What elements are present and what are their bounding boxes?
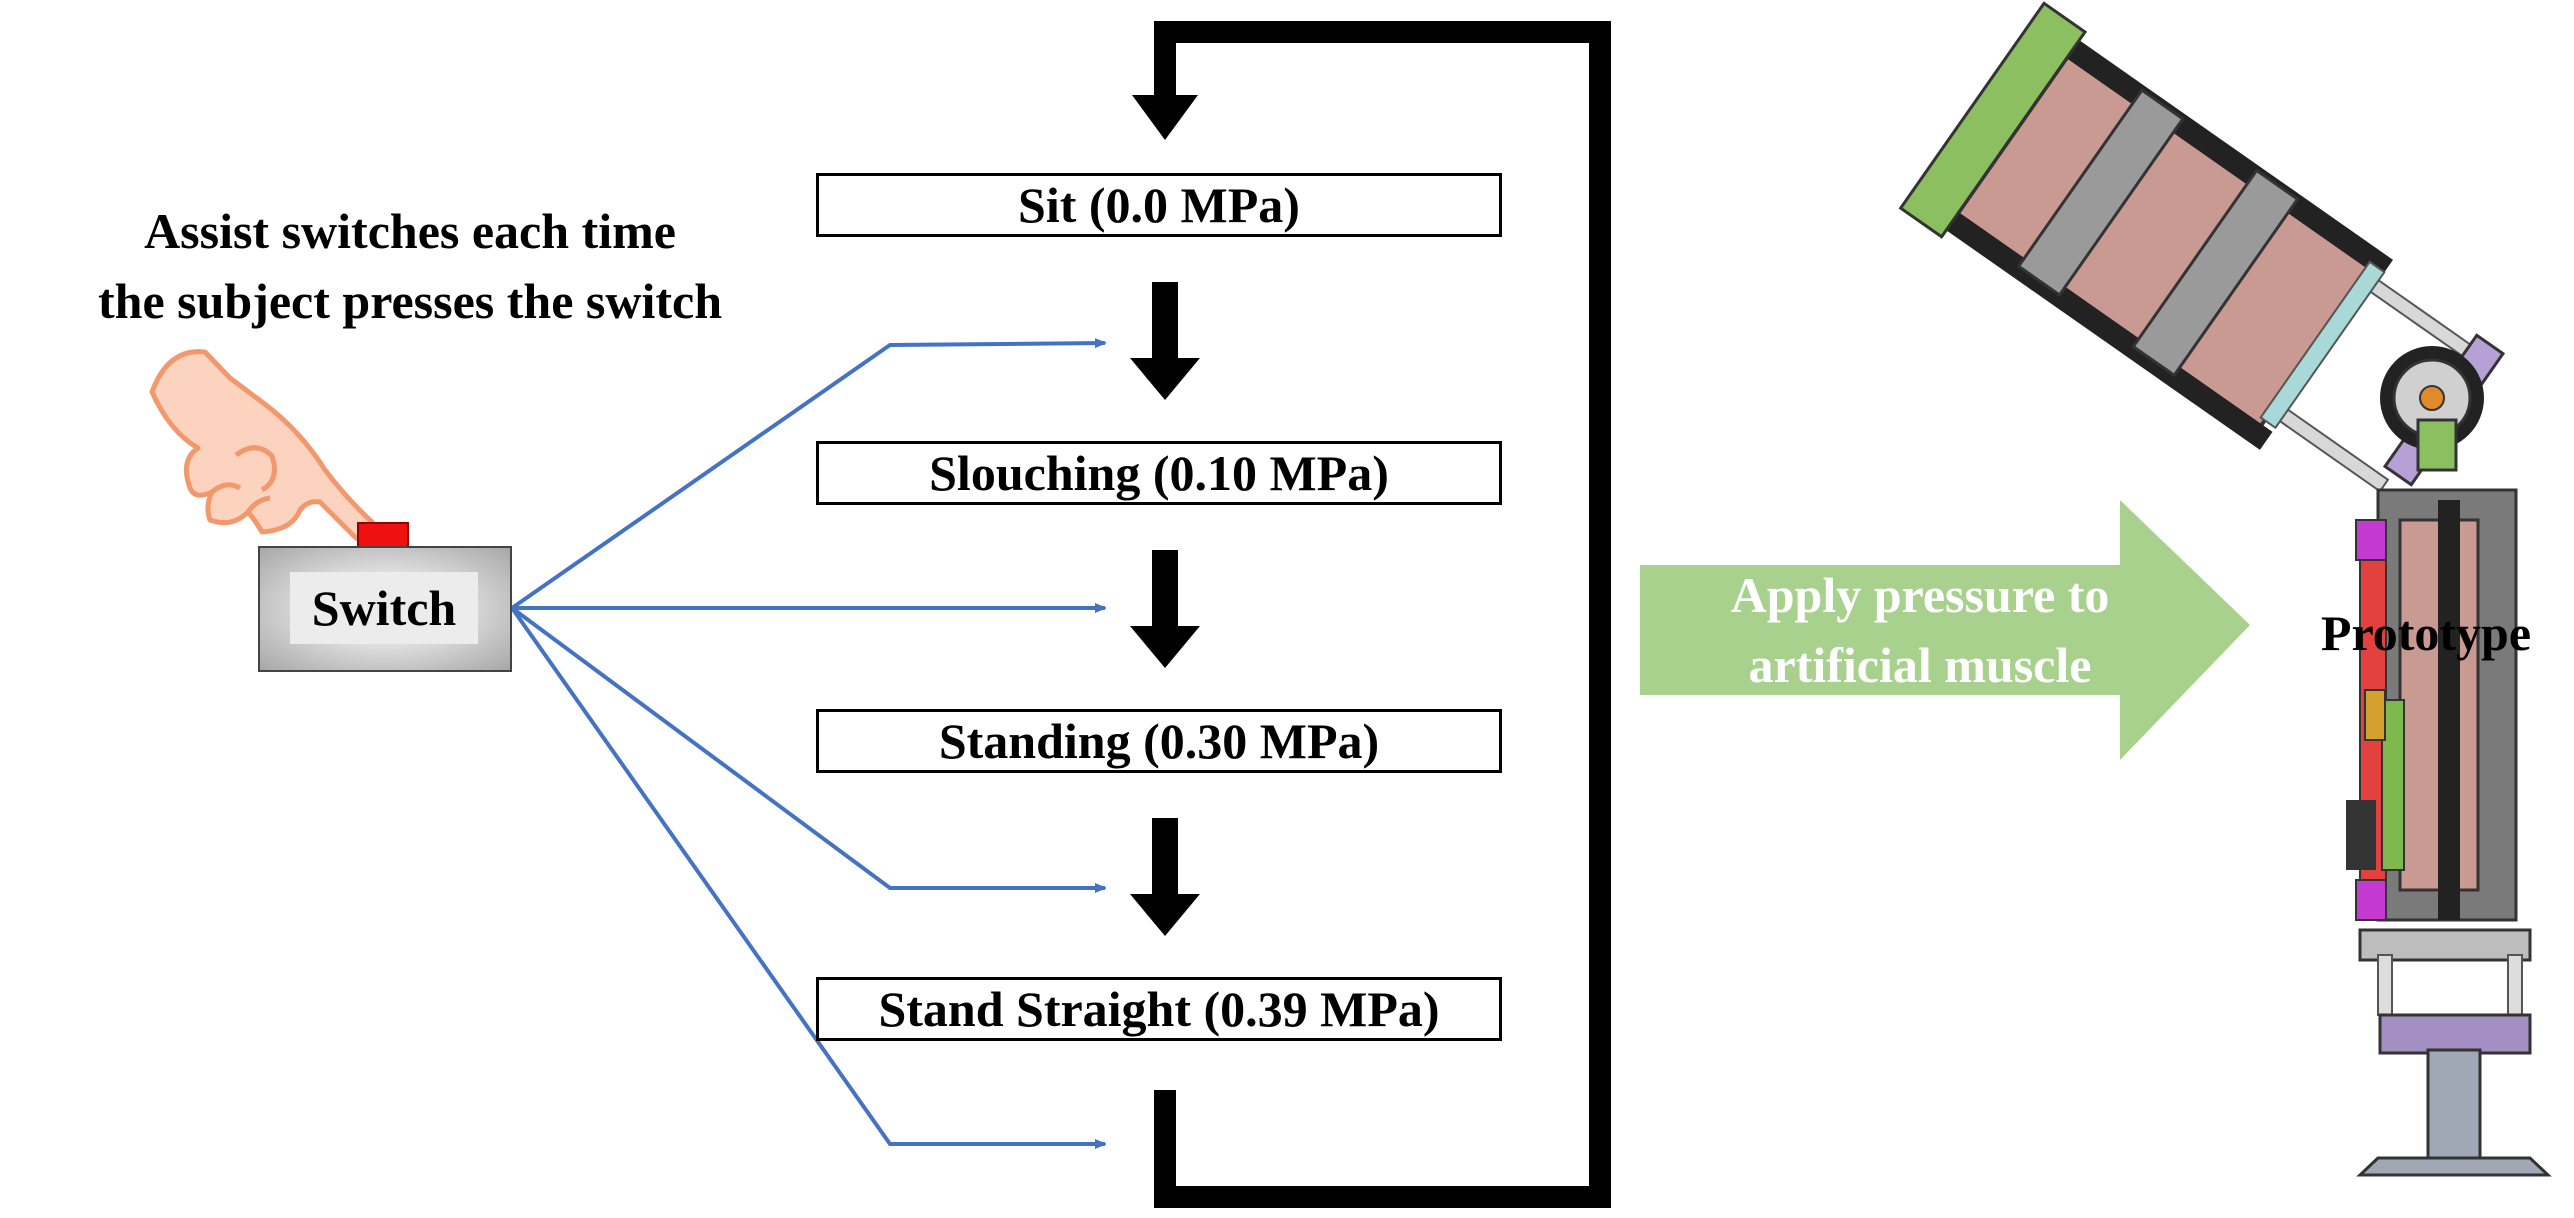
pointing-hand-icon — [149, 349, 383, 546]
pressure-arrow-shape — [1640, 500, 2250, 760]
connector-to-stand-straight — [510, 606, 1107, 893]
state-box-sit: Sit (0.0 MPa) — [816, 173, 1502, 237]
loop-entry-arrowhead — [1132, 95, 1198, 140]
down-arrow-3 — [1130, 818, 1200, 936]
down-arrow-1 — [1130, 282, 1200, 400]
connector-to-sit — [510, 606, 1107, 1149]
pressure-arrow-line-2: artificial muscle — [1748, 637, 2092, 693]
pressure-arrow-line-1: Apply pressure to — [1730, 567, 2110, 623]
feedback-loop — [1154, 21, 1611, 1208]
loop-path — [1154, 21, 1611, 1208]
push-switch-icon: Switch — [258, 546, 512, 672]
pressure-arrow-label: Apply pressure to artificial muscle — [1640, 560, 2200, 700]
instruction-caption: Assist switches each time the subject pr… — [0, 196, 820, 336]
state-box-standing: Standing (0.30 MPa) — [816, 709, 1502, 773]
instruction-line-1: Assist switches each time — [144, 203, 676, 259]
state-box-stand-straight: Stand Straight (0.39 MPa) — [816, 977, 1502, 1041]
exoskeleton-prototype-illustration — [1898, 1, 2552, 1177]
instruction-line-2: the subject presses the switch — [97, 273, 723, 329]
state-transition-arrows — [1130, 282, 1200, 936]
switch-button-icon — [357, 522, 409, 548]
prototype-label: Prototype — [2320, 605, 2532, 661]
switch-label: Switch — [290, 572, 478, 644]
connector-to-slouching — [510, 338, 1107, 610]
down-arrow-2 — [1130, 550, 1200, 668]
switch-connectors — [510, 338, 1107, 1149]
state-box-slouching: Slouching (0.10 MPa) — [816, 441, 1502, 505]
